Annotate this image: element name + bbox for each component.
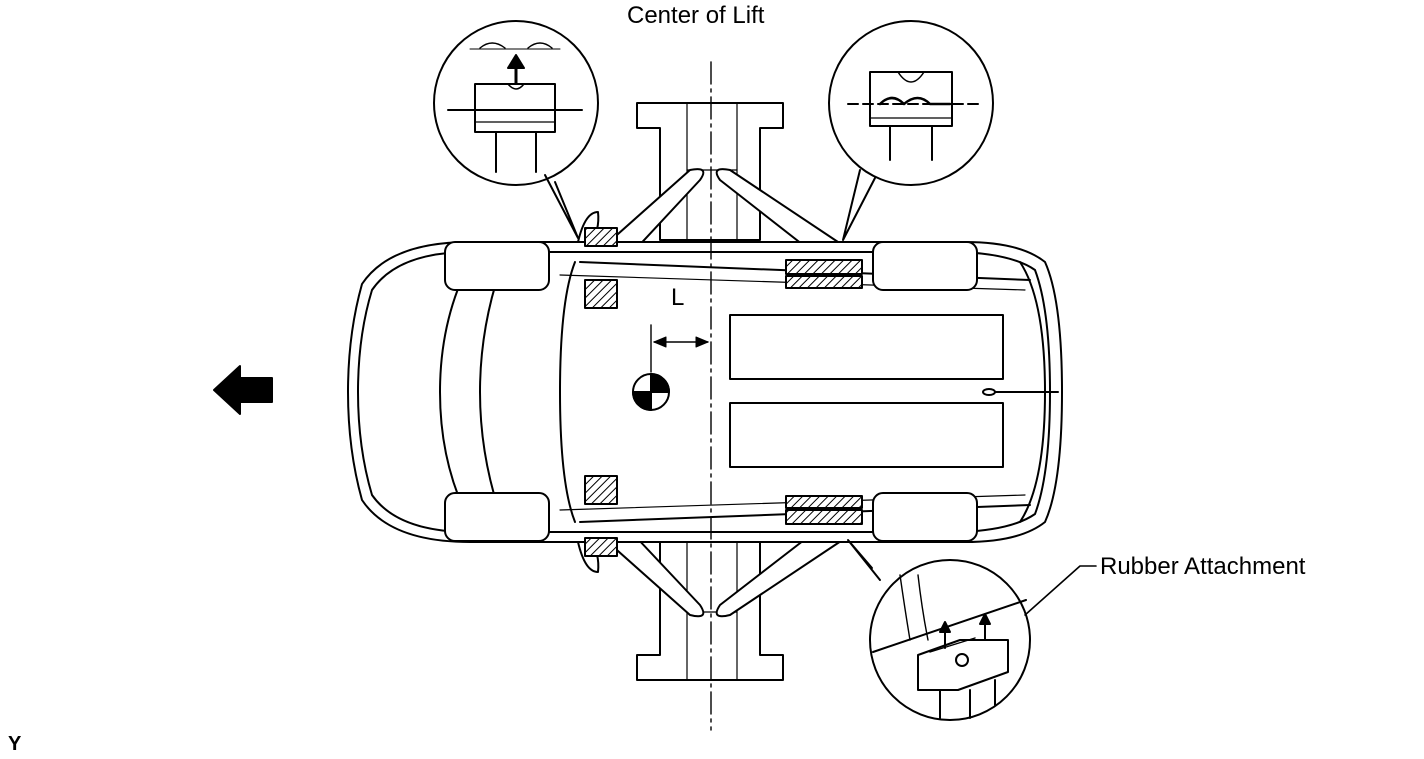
dimension-l <box>651 325 708 372</box>
lift-column-bottom <box>637 530 783 680</box>
detail-callout-front <box>434 21 598 238</box>
detail-callout-rear <box>829 21 993 240</box>
dimension-l-label: L <box>671 284 685 311</box>
wheel-front-left <box>445 242 549 290</box>
roof-panel-left <box>730 315 1003 379</box>
lift-point-rear-right <box>786 496 862 524</box>
wheel-rear-left <box>873 242 977 290</box>
rubber-attachment-label: Rubber Attachment <box>1100 553 1306 580</box>
lift-point-rear-left <box>786 260 862 288</box>
antenna <box>983 389 1058 395</box>
arrow-left-icon <box>214 366 272 414</box>
figure-code-label: Y <box>8 733 22 755</box>
lift-arm-rear-right <box>717 520 850 616</box>
center-of-gravity-icon <box>633 374 669 410</box>
roof-panel-right <box>730 403 1003 467</box>
wheel-front-right <box>445 493 549 541</box>
lift-point-front-right <box>585 476 617 556</box>
wheel-rear-right <box>873 493 977 541</box>
detail-callout-rubber <box>848 540 1030 720</box>
center-of-lift-label: Center of Lift <box>627 2 765 29</box>
rubber-attachment-leader <box>1025 566 1096 615</box>
lift-point-front-left <box>585 228 617 308</box>
